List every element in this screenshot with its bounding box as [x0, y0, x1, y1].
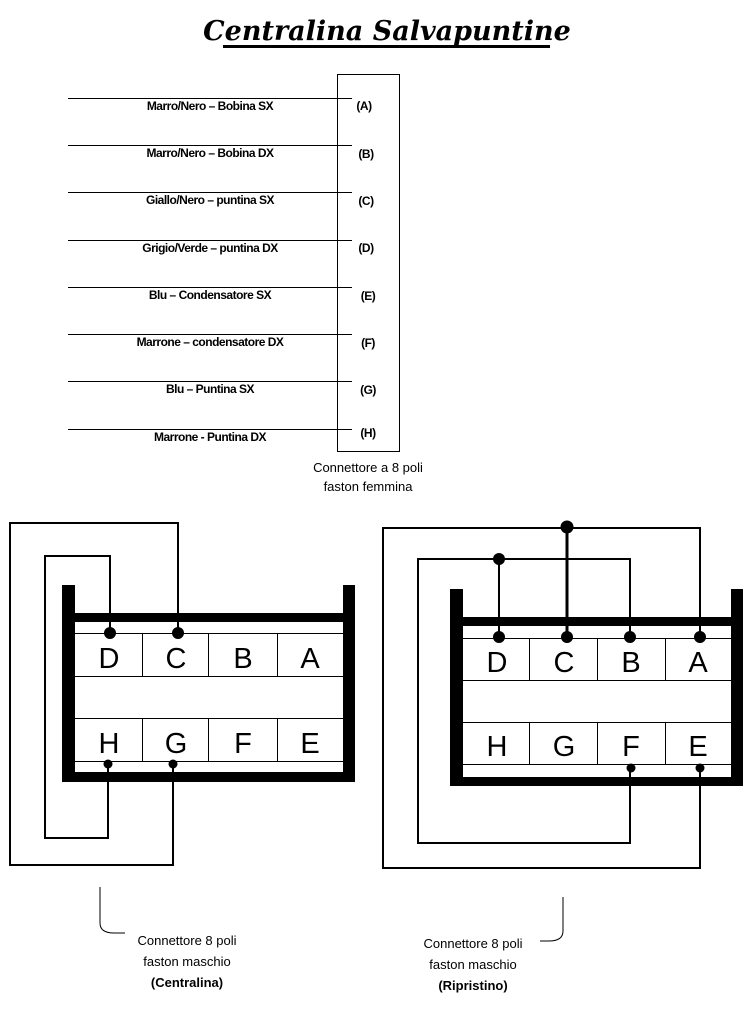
- terminal-label: H: [99, 728, 120, 760]
- housing-right-wall: [731, 589, 743, 786]
- terminal-dot: [168, 759, 178, 769]
- terminal-dot: [695, 763, 705, 773]
- terminal-dot: [172, 627, 184, 639]
- terminal-label: C: [554, 647, 575, 679]
- terminal-label: G: [165, 728, 188, 760]
- wire-label: Grigio/Verde – puntina DX: [142, 241, 278, 255]
- terminal-label: D: [99, 643, 120, 675]
- pin-label: (G): [360, 383, 376, 397]
- female-connector-caption-line2: faston femmina: [324, 479, 414, 494]
- terminal-label: H: [487, 731, 508, 763]
- connector-centralina: D C B A H G F E: [9, 522, 355, 866]
- caption-leader-left: [99, 887, 125, 934]
- terminal-label: B: [621, 647, 640, 679]
- left-caption-line2: faston maschio: [143, 954, 230, 969]
- housing-right-wall: [343, 585, 355, 782]
- pin-label: (E): [361, 289, 376, 303]
- pin-label: (A): [356, 99, 372, 113]
- terminal-dot: [493, 631, 505, 643]
- title-underline: [223, 45, 550, 48]
- wire-label: Blu – Puntina SX: [166, 382, 255, 396]
- junction-dot: [560, 520, 574, 534]
- wire-row: Grigio/Verde – puntina DX (D): [68, 240, 375, 255]
- wire-label: Marrone - Puntina DX: [154, 430, 267, 444]
- wire-label: Marro/Nero – Bobina SX: [147, 99, 274, 113]
- right-caption-line3: (Ripristino): [438, 978, 507, 993]
- housing-left-wall: [62, 585, 75, 782]
- right-caption-line1: Connettore 8 poli: [423, 936, 522, 951]
- wire-label: Marro/Nero – Bobina DX: [146, 146, 274, 160]
- junction-dot: [493, 553, 505, 565]
- wire-label: Marrone – condensatore DX: [137, 335, 284, 349]
- terminal-label: C: [166, 643, 187, 675]
- left-caption-line3: (Centralina): [151, 975, 223, 990]
- wire-list: Marro/Nero – Bobina SX (A) Marro/Nero – …: [68, 98, 377, 444]
- jumper-wire-b-f: [417, 558, 631, 844]
- wire-row: Marro/Nero – Bobina SX (A): [68, 98, 373, 113]
- right-caption-line2: faston maschio: [429, 957, 516, 972]
- left-caption-line1: Connettore 8 poli: [137, 933, 236, 948]
- wire-row: Blu – Puntina SX (G): [68, 381, 377, 397]
- female-connector-caption-line1: Connettore a 8 poli: [313, 460, 423, 475]
- housing-bottom-bar: [450, 777, 743, 786]
- wire-label: Blu – Condensatore SX: [149, 288, 272, 302]
- wire-row: Marro/Nero – Bobina DX (B): [68, 145, 375, 161]
- wire-row: Marrone – condensatore DX (F): [68, 334, 376, 350]
- pin-label: (D): [358, 241, 374, 255]
- pin-label: (H): [360, 426, 376, 440]
- pin-label: (F): [361, 336, 375, 350]
- wire-row: Blu – Condensatore SX (E): [68, 287, 376, 303]
- terminal-dot: [626, 763, 636, 773]
- connector-ripristino: D C B A H G F E: [382, 520, 743, 869]
- jumper-wire-c-g: [9, 522, 179, 866]
- terminal-label: F: [234, 728, 252, 760]
- housing-bottom-bar: [62, 772, 355, 782]
- caption-leader-right: [540, 897, 564, 942]
- terminal-label: A: [300, 643, 320, 675]
- terminal-label: A: [688, 647, 708, 679]
- terminal-label: F: [622, 731, 640, 763]
- housing-left-wall: [450, 589, 463, 786]
- terminal-label: D: [487, 647, 508, 679]
- female-connector-box: [337, 74, 400, 452]
- wire-row: Giallo/Nero – puntina SX (C): [68, 192, 375, 208]
- terminal-label: E: [300, 728, 319, 760]
- pin-label: (C): [358, 194, 374, 208]
- housing-top-bar: [62, 613, 355, 622]
- jumper-wire-d-h: [44, 555, 111, 839]
- terminal-dot: [561, 631, 573, 643]
- wire-row: Marrone - Puntina DX (H): [68, 426, 377, 444]
- page-title: Centralina Salvapuntine: [203, 16, 571, 47]
- terminal-dot: [694, 631, 706, 643]
- terminal-label: B: [233, 643, 252, 675]
- housing-top-bar: [450, 617, 743, 626]
- wire-label: Giallo/Nero – puntina SX: [146, 193, 275, 207]
- terminal-dot: [624, 631, 636, 643]
- jumper-wire-a-e: [382, 527, 701, 869]
- terminal-label: E: [688, 731, 707, 763]
- terminal-dot: [104, 627, 116, 639]
- terminal-label: G: [553, 731, 576, 763]
- pin-label: (B): [358, 147, 374, 161]
- terminal-dot: [103, 759, 113, 769]
